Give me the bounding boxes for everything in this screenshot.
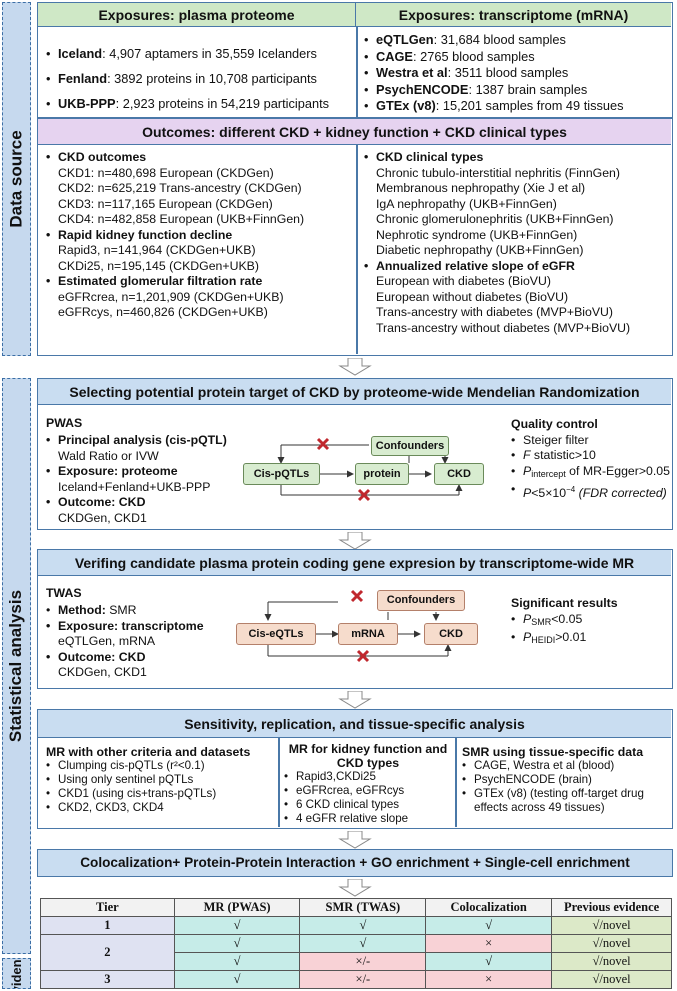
outcomes-box: Outcomes: different CKD + kidney functio… — [37, 118, 673, 356]
pwas-diagram — [277, 437, 463, 502]
transcriptome-item: CAGE: 2765 blood samples — [364, 49, 669, 66]
colocalization-box: Colocalization+ Protein-Protein Interact… — [37, 849, 673, 877]
cross-icon — [316, 437, 330, 451]
section-label-statistical-analysis: Statistical analysis — [2, 378, 31, 954]
outcome-group-head: Annualized relative slope of eGFR — [364, 259, 669, 275]
cross-icon — [357, 488, 371, 502]
outcome-group-head: Estimated glomerular filtration rate — [46, 274, 351, 290]
table-row: 1 √ √ √ √/novel — [40, 916, 672, 935]
twas-label: TWAS — [46, 586, 82, 600]
proteome-list: Iceland: 4,907 aptamers in 35,559 Icelan… — [46, 41, 351, 116]
down-arrow-icon — [338, 879, 372, 897]
section-label-evidence: Evidence — [2, 958, 31, 989]
outcome-group-head: CKD clinical types — [364, 150, 669, 166]
down-arrow-icon — [338, 831, 372, 849]
outcomes-right: CKD clinical types Chronic tubulo-inters… — [364, 150, 669, 336]
table-row: 2 √ √ × √/novel — [40, 934, 672, 971]
pwas-header: Selecting potential protein target of CK… — [38, 379, 671, 405]
down-arrow-icon — [338, 532, 372, 550]
sensitivity-header: Sensitivity, replication, and tissue-spe… — [38, 710, 671, 738]
mrna-node: mRNA — [338, 623, 398, 645]
proteome-header: Exposures: plasma proteome — [38, 3, 356, 27]
transcriptome-item: eQTLGen: 31,684 blood samples — [364, 32, 669, 49]
evidence-table: Tier MR (PWAS) SMR (TWAS) Colocalization… — [40, 898, 672, 989]
protein-node: protein — [355, 463, 409, 485]
pwas-items: Principal analysis (cis-pQTL) Wald Ratio… — [46, 433, 276, 526]
section-label-data-source: Data source — [2, 2, 31, 356]
transcriptome-item: Westra et al: 3511 blood samples — [364, 65, 669, 82]
ckd-node: CKD — [424, 623, 478, 645]
proteome-item: Iceland: 4,907 aptamers in 35,559 Icelan… — [46, 41, 351, 66]
transcriptome-list: eQTLGen: 31,684 blood samples CAGE: 2765… — [364, 32, 669, 115]
table-header-row: Tier MR (PWAS) SMR (TWAS) Colocalization… — [40, 898, 672, 917]
transcriptome-item: PsychENCODE: 1387 brain samples — [364, 82, 669, 99]
table-row: 3 √ ×/- × √/novel — [40, 970, 672, 989]
quality-control: Quality control Steiger filter F statist… — [511, 417, 671, 502]
pwas-label: PWAS — [46, 416, 83, 430]
confounders-node: Confounders — [371, 436, 449, 456]
pwas-box: Selecting potential protein target of CK… — [37, 378, 673, 530]
cross-icon — [356, 649, 370, 663]
sensitivity-box: Sensitivity, replication, and tissue-spe… — [37, 709, 673, 829]
transcriptome-header: Exposures: transcriptome (mRNA) — [356, 3, 671, 27]
table-row: √ ×/- √ √/novel — [41, 952, 672, 971]
ckd-node: CKD — [434, 463, 484, 485]
outcome-group-head: CKD outcomes — [46, 150, 351, 166]
twas-items: Method: SMR Exposure: transcriptome eQTL… — [46, 603, 276, 681]
sensitivity-col2: MR for kidney function and CKD types Rap… — [284, 742, 452, 826]
sensitivity-col1: MR with other criteria and datasets Clum… — [46, 745, 276, 815]
proteome-item: Fenland: 3892 proteins in 10,708 partici… — [46, 66, 351, 91]
sensitivity-col3: SMR using tissue-specific data CAGE, Wes… — [462, 745, 668, 815]
transcriptome-item: GTEx (v8): 15,201 samples from 49 tissue… — [364, 98, 669, 115]
twas-box: Verifing candidate plasma protein coding… — [37, 549, 673, 689]
down-arrow-icon — [338, 691, 372, 709]
exposures-box: Exposures: plasma proteome Exposures: tr… — [37, 2, 673, 118]
outcomes-left: CKD outcomes CKD1: n=480,698 European (C… — [46, 150, 351, 321]
cross-icon — [350, 589, 364, 603]
cis-eqtls-node: Cis-eQTLs — [236, 623, 316, 645]
confounders-node: Confounders — [377, 590, 465, 611]
significant-results: Significant results PSMR<0.05 PHEIDI>0.0… — [511, 596, 671, 649]
twas-diagram — [264, 589, 452, 663]
twas-header: Verifing candidate plasma protein coding… — [38, 550, 671, 576]
outcome-group-head: Rapid kidney function decline — [46, 228, 351, 244]
down-arrow-icon — [338, 358, 372, 376]
outcomes-header: Outcomes: different CKD + kidney functio… — [38, 119, 671, 145]
cis-pqtls-node: Cis-pQTLs — [243, 463, 320, 485]
proteome-item: UKB-PPP: 2,923 proteins in 54,219 partic… — [46, 91, 351, 116]
